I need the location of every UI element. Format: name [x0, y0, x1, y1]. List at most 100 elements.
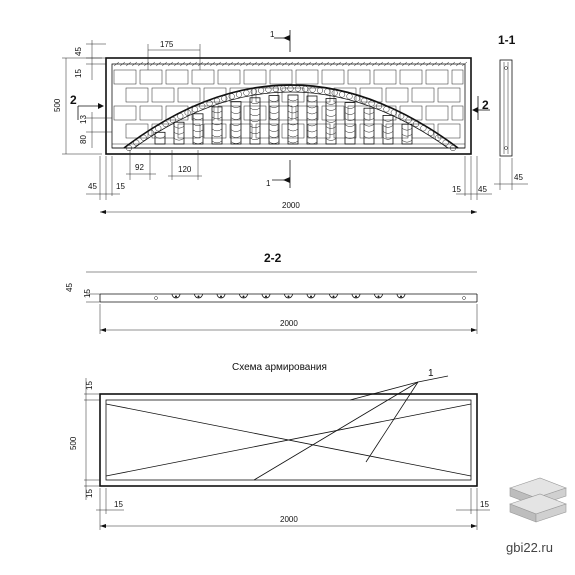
baluster-twist — [192, 135, 204, 139]
rope-strand — [437, 61, 444, 67]
section-hole-dot — [287, 295, 290, 298]
baluster-twist — [287, 104, 299, 108]
baluster-twist — [230, 123, 242, 126]
baluster-twist — [344, 130, 356, 133]
section-hole — [261, 293, 271, 299]
section-mark-2-right: 2 — [472, 96, 490, 120]
arch-twist-link — [169, 116, 176, 124]
baluster-twist — [192, 141, 204, 145]
baluster-twist — [268, 99, 280, 102]
brick — [411, 87, 435, 103]
arch-twist-link — [420, 125, 427, 132]
balusters — [154, 94, 413, 145]
baluster — [325, 98, 337, 145]
baluster-twist — [382, 137, 394, 140]
rope-strand — [407, 61, 414, 67]
baluster-twist — [268, 141, 280, 144]
baluster-twist — [268, 123, 280, 126]
baluster-twist — [306, 99, 318, 103]
baluster-twist — [211, 116, 223, 120]
callout-leader — [417, 375, 449, 383]
baluster-twist — [363, 136, 375, 139]
baluster-twist — [363, 124, 375, 127]
baluster-twist — [363, 130, 375, 133]
brick — [177, 123, 201, 139]
section-hole-dot — [220, 295, 222, 298]
brick — [243, 69, 267, 85]
baluster-twist — [287, 110, 299, 114]
rope-strand — [227, 61, 234, 67]
brick — [425, 105, 449, 121]
section-anchor — [462, 296, 466, 300]
callout-number: 1 — [428, 368, 434, 379]
dim-left-80: 80 — [79, 135, 88, 144]
section-dim-15: 15 — [83, 289, 92, 298]
baluster — [192, 113, 204, 145]
baluster-twist — [249, 107, 261, 111]
baluster-twist — [306, 111, 318, 115]
rope-strand — [149, 61, 156, 67]
section-mark-2-right-label: 2 — [482, 98, 489, 112]
rope-strand — [287, 61, 294, 67]
section-anchor — [154, 296, 158, 300]
baluster-twist — [211, 110, 223, 114]
section-hole-dot — [197, 295, 200, 298]
baluster — [173, 121, 185, 145]
arch-twist-link — [125, 144, 133, 152]
arch-twist-link — [199, 103, 206, 110]
section-hole — [351, 293, 361, 299]
brick — [139, 105, 163, 121]
brick — [399, 105, 423, 121]
baluster-body — [154, 131, 166, 145]
baluster-twist — [249, 137, 261, 141]
brick — [281, 123, 305, 139]
baluster-body — [401, 123, 413, 145]
rope-strand — [371, 61, 378, 67]
arch-twist-link — [316, 87, 324, 94]
brick — [113, 105, 137, 121]
arch-rope-twist — [125, 85, 457, 152]
brick — [425, 69, 449, 85]
baluster-twist — [192, 129, 204, 133]
baluster-twist — [306, 135, 318, 139]
rope-strand — [311, 61, 318, 67]
arch-twist-link — [177, 113, 184, 120]
rope-strand — [389, 61, 396, 67]
brick — [255, 123, 279, 139]
rope-strand — [401, 61, 408, 67]
section-dim-2000: 2000 — [280, 319, 298, 328]
arch-twist-link — [250, 88, 257, 95]
dim-bottom-right-15: 15 — [452, 185, 461, 194]
panel-outline — [105, 57, 472, 155]
section-hole — [194, 293, 203, 299]
section-dim-45: 45 — [65, 283, 74, 292]
brick — [281, 87, 305, 103]
section-hole — [374, 293, 383, 299]
dim-height-500: 500 — [53, 98, 62, 112]
rope-strand — [209, 61, 216, 67]
brick — [347, 69, 371, 85]
rope-strand — [341, 61, 348, 67]
baluster-twist — [230, 117, 242, 120]
baluster-twist — [211, 140, 223, 144]
section-mark-1-top: 1 — [270, 30, 291, 52]
brick — [359, 87, 383, 103]
baluster-twist — [344, 106, 356, 109]
baluster-twist — [268, 117, 280, 120]
rope-strand — [119, 61, 126, 67]
rope-strand — [245, 61, 252, 67]
brick — [243, 105, 267, 121]
brick — [151, 87, 175, 103]
baluster — [230, 101, 242, 145]
baluster — [344, 102, 356, 145]
arch-twist-link — [302, 85, 309, 93]
reinf-dim-height: 500 — [69, 436, 78, 450]
baluster-twist — [401, 134, 413, 137]
arch-twist-link — [221, 95, 228, 102]
rope-strand — [305, 61, 312, 67]
baluster-twist — [325, 108, 337, 111]
baluster-body — [192, 113, 204, 145]
baluster-body — [325, 98, 337, 145]
baluster-twist — [192, 117, 204, 121]
section-mark-1-top-label: 1 — [270, 30, 275, 39]
